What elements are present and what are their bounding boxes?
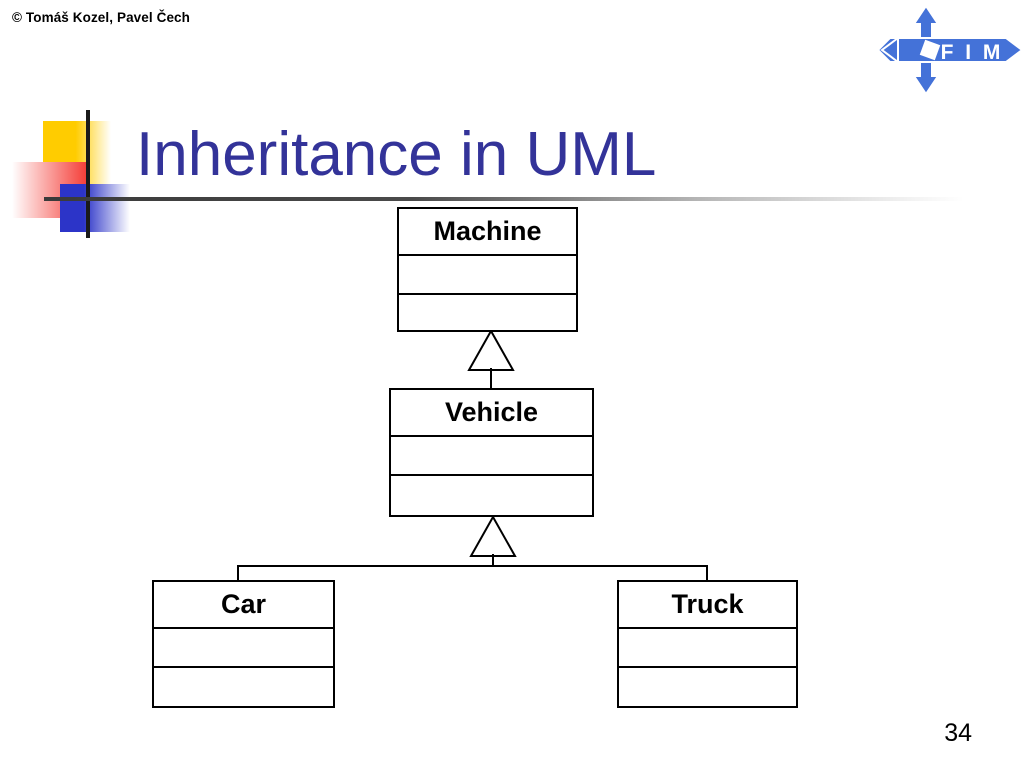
generalization-bar-subclasses — [237, 565, 708, 567]
uml-class-truck-attributes — [619, 629, 796, 668]
generalization-line-vehicle-to-machine — [490, 368, 492, 390]
uml-class-truck-name: Truck — [619, 582, 796, 629]
fim-logo-arrows — [876, 4, 1024, 96]
uml-class-car-attributes — [154, 629, 333, 668]
fim-logo: F I M — [876, 2, 1024, 98]
generalization-branch-car — [237, 565, 239, 581]
uml-class-vehicle-operations — [391, 476, 592, 515]
page-title: Inheritance in UML — [136, 120, 657, 189]
uml-class-car[interactable]: Car — [152, 580, 335, 708]
uml-class-machine[interactable]: Machine — [397, 207, 578, 332]
generalization-arrow-subclasses-to-vehicle — [469, 516, 517, 557]
uml-class-truck-operations — [619, 668, 796, 707]
uml-class-vehicle-attributes — [391, 437, 592, 476]
title-decoration — [0, 100, 420, 240]
uml-class-vehicle-name: Vehicle — [391, 390, 592, 437]
uml-class-vehicle[interactable]: Vehicle — [389, 388, 594, 517]
uml-class-machine-name: Machine — [399, 209, 576, 256]
uml-class-machine-operations — [399, 295, 576, 334]
uml-class-machine-attributes — [399, 256, 576, 295]
fim-logo-text: F I M — [941, 41, 1004, 64]
title-horizontal-rule — [44, 197, 964, 201]
copyright-notice: © Tomáš Kozel, Pavel Čech — [12, 10, 191, 25]
decoration-square-blue — [60, 184, 130, 232]
generalization-arrow-vehicle-to-machine — [467, 330, 515, 371]
decoration-vertical-rule — [86, 110, 90, 238]
uml-class-truck[interactable]: Truck — [617, 580, 798, 708]
uml-class-car-name: Car — [154, 582, 333, 629]
uml-class-car-operations — [154, 668, 333, 707]
generalization-stem-subclasses — [492, 554, 494, 566]
generalization-branch-truck — [706, 565, 708, 581]
page-number: 34 — [944, 719, 972, 747]
